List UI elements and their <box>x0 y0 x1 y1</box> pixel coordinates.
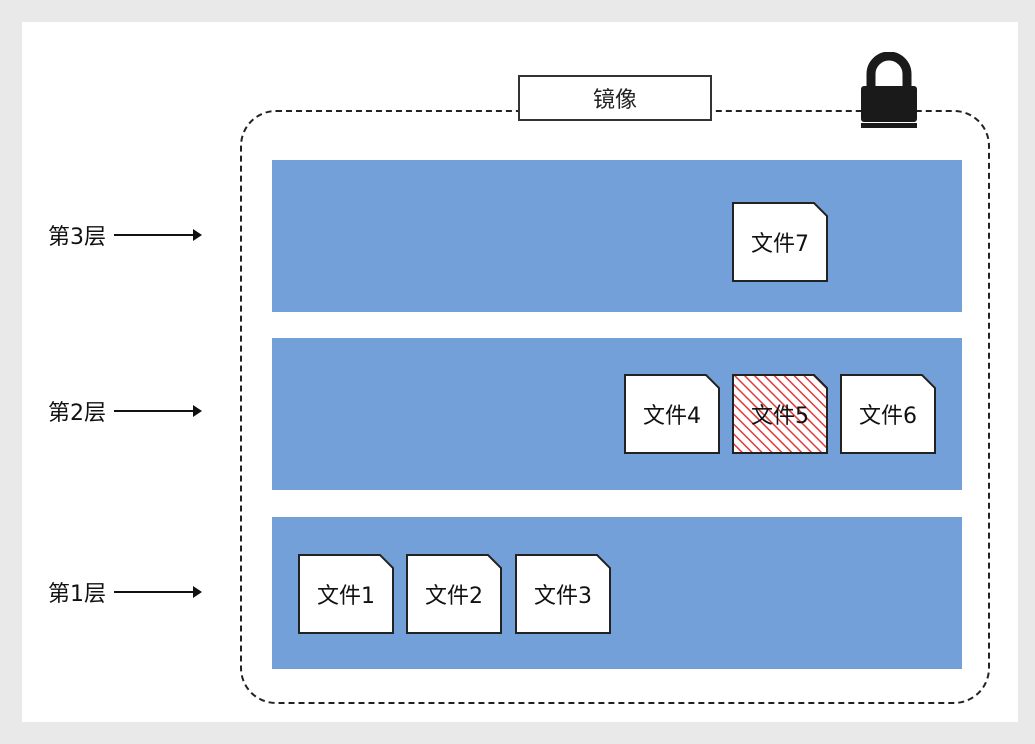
file-label: 文件4 <box>643 404 701 429</box>
file-card: 文件6 <box>840 374 936 454</box>
image-title: 镜像 <box>518 75 712 121</box>
file-icon <box>406 554 502 634</box>
layer-1-label: 第1层 <box>48 577 202 607</box>
file-label: 文件6 <box>859 404 917 429</box>
file-card: 文件4 <box>624 374 720 454</box>
file-card: 文件2 <box>406 554 502 634</box>
file-icon <box>515 554 611 634</box>
file-label: 文件7 <box>751 232 809 257</box>
file-card: 文件3 <box>515 554 611 634</box>
file-card: 文件7 <box>732 202 828 282</box>
layer-2-label-text: 第2层 <box>48 401 106 426</box>
layer-1-label-text: 第1层 <box>48 582 106 607</box>
layer-3-label-text: 第3层 <box>48 225 106 250</box>
arrow-right-icon <box>114 229 202 241</box>
lock-icon <box>861 52 917 128</box>
file-icon <box>624 374 720 454</box>
file-label: 文件5 <box>751 404 809 429</box>
file-card: 文件1 <box>298 554 394 634</box>
layer-3-band <box>272 160 962 312</box>
hatched-file-icon <box>732 374 828 454</box>
arrow-right-icon <box>114 405 202 417</box>
diagram-canvas: 镜像 第3层 第2层 第1层 文件7 文件4 <box>22 22 1018 722</box>
arrow-right-icon <box>114 586 202 598</box>
file-icon <box>298 554 394 634</box>
file-card-deleted: 文件5 <box>732 374 828 454</box>
file-icon <box>732 202 828 282</box>
file-label: 文件2 <box>425 584 483 609</box>
file-icon <box>840 374 936 454</box>
layer-3-label: 第3层 <box>48 220 202 250</box>
layer-2-label: 第2层 <box>48 396 202 426</box>
file-label: 文件3 <box>534 584 592 609</box>
file-label: 文件1 <box>317 584 375 609</box>
